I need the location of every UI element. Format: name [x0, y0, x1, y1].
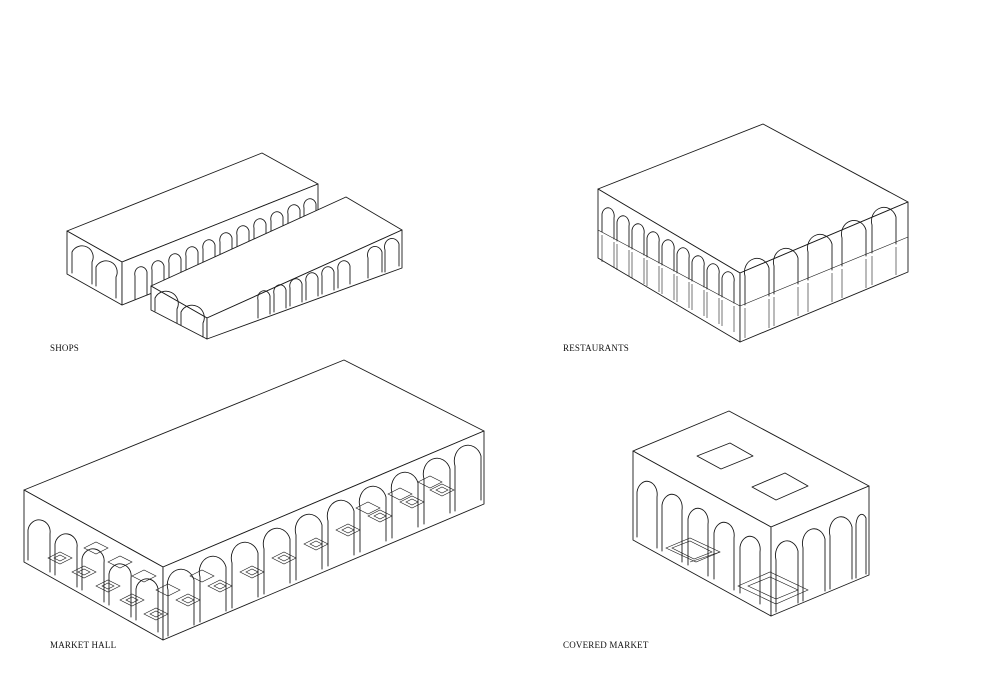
- shops-back-arcade: [71, 198, 317, 300]
- covered-market-right-arcade: [775, 513, 867, 613]
- shops-front-arcade: [154, 238, 400, 338]
- covered-market-skylights: [696, 442, 809, 501]
- restaurants-right-arcade: [744, 206, 897, 338]
- restaurants-left-arcade: [601, 207, 735, 332]
- covered-market-label: COVERED MARKET: [563, 640, 649, 650]
- market-hall-stalls: [47, 475, 455, 621]
- market-hall-left-arcade: [27, 519, 159, 633]
- market-hall-right-arcade: [166, 444, 482, 637]
- shops-front-block: [150, 196, 403, 340]
- shops-drawing: [66, 152, 403, 340]
- covered-market-stalls: [665, 537, 809, 605]
- shops-label: SHOPS: [50, 343, 79, 353]
- restaurants-label: RESTAURANTS: [563, 343, 629, 353]
- covered-market-left-arcade: [636, 480, 761, 605]
- market-hall-drawing: [23, 359, 485, 641]
- covered-market-drawing: [632, 410, 870, 617]
- shops-back-block: [66, 152, 319, 306]
- restaurants-drawing: [597, 123, 909, 343]
- market-hall-label: MARKET HALL: [50, 640, 116, 650]
